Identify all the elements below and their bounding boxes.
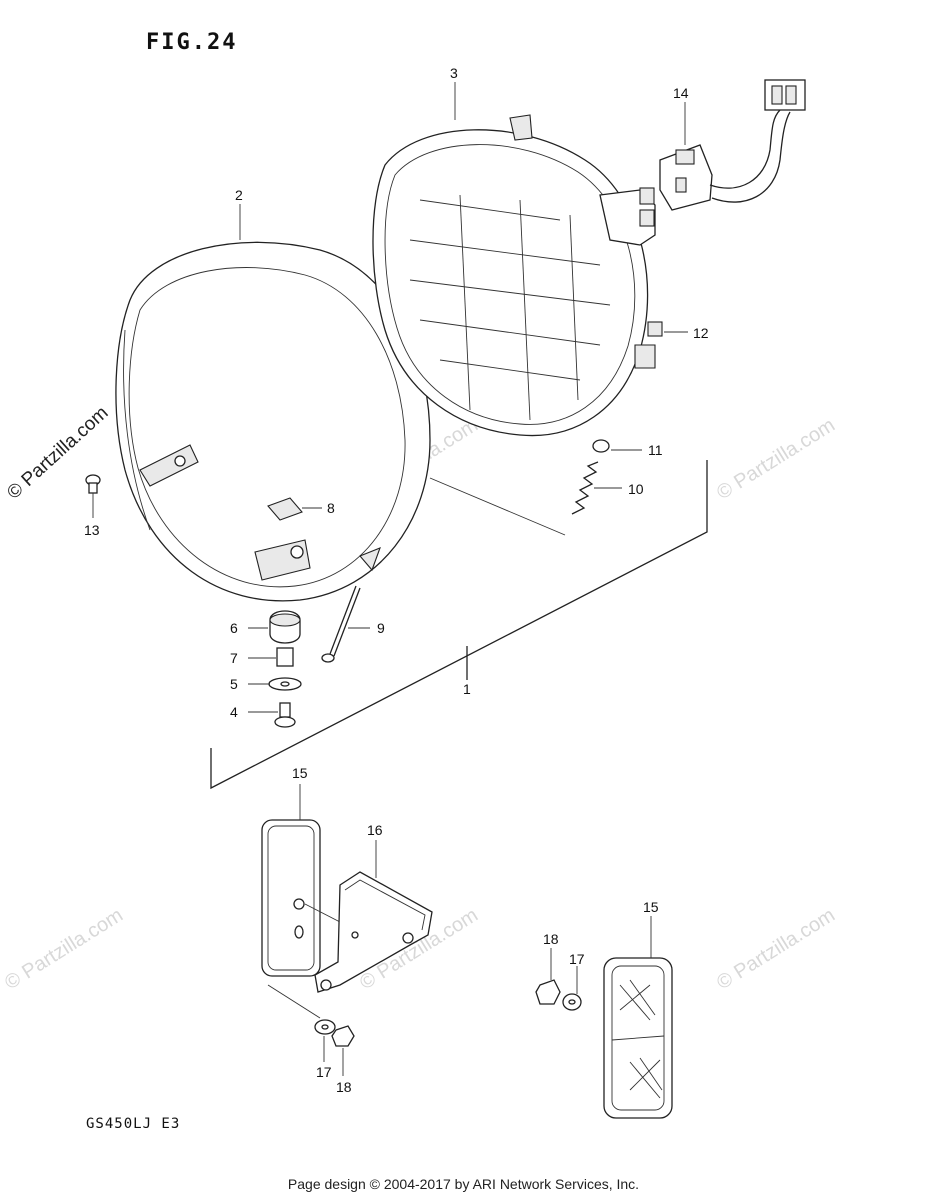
callout-11: 11 bbox=[648, 442, 663, 458]
leader-lines bbox=[92, 82, 688, 1076]
clip bbox=[647, 321, 663, 337]
reflector-left bbox=[261, 819, 341, 977]
washer-nut-right bbox=[535, 979, 582, 1011]
callout-12: 12 bbox=[693, 325, 709, 341]
callout-3: 3 bbox=[450, 65, 458, 81]
callout-4: 4 bbox=[230, 704, 238, 720]
headlight-unit bbox=[372, 114, 656, 437]
callout-1: 1 bbox=[463, 681, 471, 697]
callout-labels: 1 2 3 4 5 6 7 8 9 10 11 12 13 14 15 15 1… bbox=[84, 65, 709, 1095]
callout-17-right: 17 bbox=[569, 951, 585, 967]
callout-14: 14 bbox=[673, 85, 689, 101]
callout-18-left: 18 bbox=[336, 1079, 352, 1095]
washer-nut-left bbox=[314, 1019, 355, 1047]
callout-17-left: 17 bbox=[316, 1064, 332, 1080]
reflector-right bbox=[603, 957, 673, 1119]
mounting-stack bbox=[268, 610, 302, 728]
model-code: GS450LJ E3 bbox=[86, 1116, 181, 1132]
headlight-socket bbox=[659, 79, 806, 211]
callout-6: 6 bbox=[230, 620, 238, 636]
callout-13: 13 bbox=[84, 522, 100, 538]
callout-16: 16 bbox=[367, 822, 383, 838]
callout-18-right: 18 bbox=[543, 931, 559, 947]
callout-15-left: 15 bbox=[292, 765, 308, 781]
watermark: © Partzilla.com bbox=[1, 904, 127, 994]
callout-2: 2 bbox=[235, 187, 243, 203]
page-footer: Page design © 2004-2017 by ARI Network S… bbox=[287, 1176, 640, 1192]
nut-plate bbox=[267, 497, 303, 521]
watermark: © Partzilla.com bbox=[713, 414, 839, 504]
figure-title: FIG.24 bbox=[146, 30, 238, 55]
reflector-bracket bbox=[314, 871, 433, 993]
watermark: © Partzilla.com bbox=[713, 904, 839, 994]
callout-9: 9 bbox=[377, 620, 385, 636]
washer bbox=[592, 439, 610, 453]
spring bbox=[571, 461, 599, 515]
callout-7: 7 bbox=[230, 650, 238, 666]
callout-10: 10 bbox=[628, 481, 644, 497]
adjusting-screw bbox=[321, 585, 361, 663]
callout-5: 5 bbox=[230, 676, 238, 692]
callout-15-right: 15 bbox=[643, 899, 659, 915]
screw bbox=[85, 474, 101, 494]
assembly-outline bbox=[210, 460, 708, 790]
callout-8: 8 bbox=[327, 500, 335, 516]
headlight-housing bbox=[115, 241, 431, 602]
